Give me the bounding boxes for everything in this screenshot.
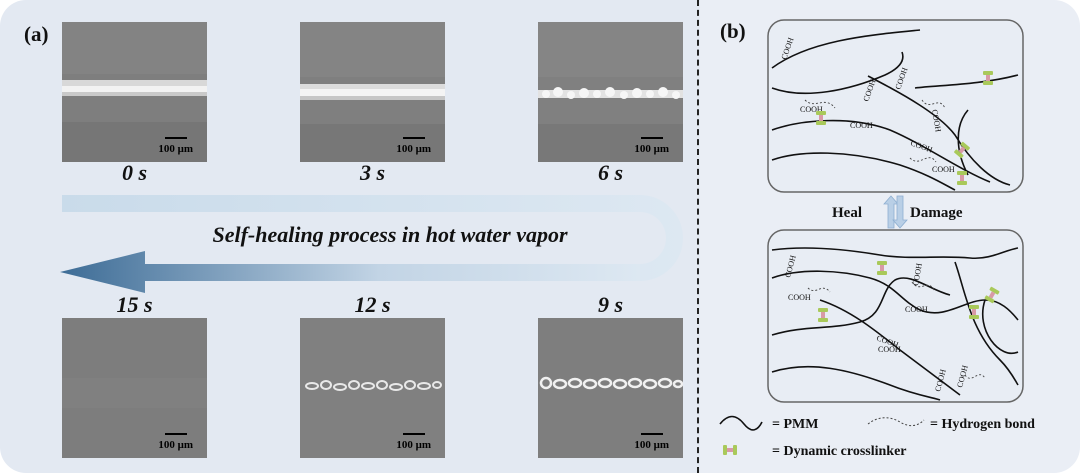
legend-pmm: = PMM	[772, 417, 818, 432]
sem-image-9s: 100 μm	[538, 318, 683, 458]
svg-text:COOH: COOH	[850, 121, 873, 130]
svg-text:COOH: COOH	[800, 105, 823, 114]
svg-text:COOH: COOH	[905, 305, 928, 314]
panel-b-label: (b)	[720, 19, 746, 43]
time-label-3s: 3 s	[359, 160, 386, 185]
mechanism-diagram: (b) COOH COOH COOH COOH	[719, 19, 1035, 459]
scale-bar: 100 μm	[396, 137, 431, 155]
sem-image-3s: 100 μm	[300, 22, 445, 162]
svg-text:COOH: COOH	[911, 262, 924, 286]
healed-network-box: COOH COOH COOH COOH COOH COOH COOH COOH	[767, 229, 1024, 403]
process-arrow	[60, 195, 683, 293]
svg-text:COOH: COOH	[788, 293, 811, 302]
sem-image-0s: 100 μm	[62, 22, 207, 162]
panel-a-label: (a)	[24, 22, 49, 46]
time-label-9s: 9 s	[597, 292, 624, 317]
damaged-network-box: COOH COOH COOH COOH COOH COOH COOH COOH	[767, 19, 1024, 193]
scale-bar: 100 μm	[158, 137, 193, 155]
time-label-12s: 12 s	[354, 292, 391, 317]
svg-text:COOH: COOH	[878, 345, 901, 354]
scale-bar: 100 μm	[634, 137, 669, 155]
damage-label: Damage	[910, 205, 963, 221]
sem-image-15s: 100 μm	[62, 318, 207, 458]
panel-divider	[697, 0, 699, 473]
legend-crosslinker-icon	[723, 445, 737, 455]
heal-up-arrow	[883, 195, 899, 229]
svg-text:COOH: COOH	[930, 109, 943, 133]
time-label-15s: 15 s	[116, 292, 153, 317]
damage-down-arrow	[892, 195, 908, 229]
arrow-top-band	[62, 195, 683, 281]
heal-label: Heal	[832, 205, 862, 221]
sem-image-12s: 100 μm	[300, 318, 445, 458]
process-caption: Self-healing process in hot water vapor	[212, 222, 568, 247]
svg-text:COOH: COOH	[932, 165, 955, 174]
legend-hydrogen-bond: = Hydrogen bond	[930, 417, 1035, 432]
scale-bar: 100 μm	[634, 433, 669, 451]
time-label-6s: 6 s	[597, 160, 624, 185]
time-label-0s: 0 s	[121, 160, 148, 185]
scale-bar: 100 μm	[158, 433, 193, 451]
sem-image-6s: 100 μm	[538, 22, 683, 162]
legend: = PMM = Hydrogen bond = Dynamic crosslin…	[719, 415, 1035, 459]
legend-pmm-line	[719, 415, 763, 431]
legend-crosslinker: = Dynamic crosslinker	[772, 444, 907, 459]
scale-bar: 100 μm	[396, 433, 431, 451]
arrow-bottom-band	[60, 251, 640, 293]
legend-hbond-line	[867, 417, 925, 427]
